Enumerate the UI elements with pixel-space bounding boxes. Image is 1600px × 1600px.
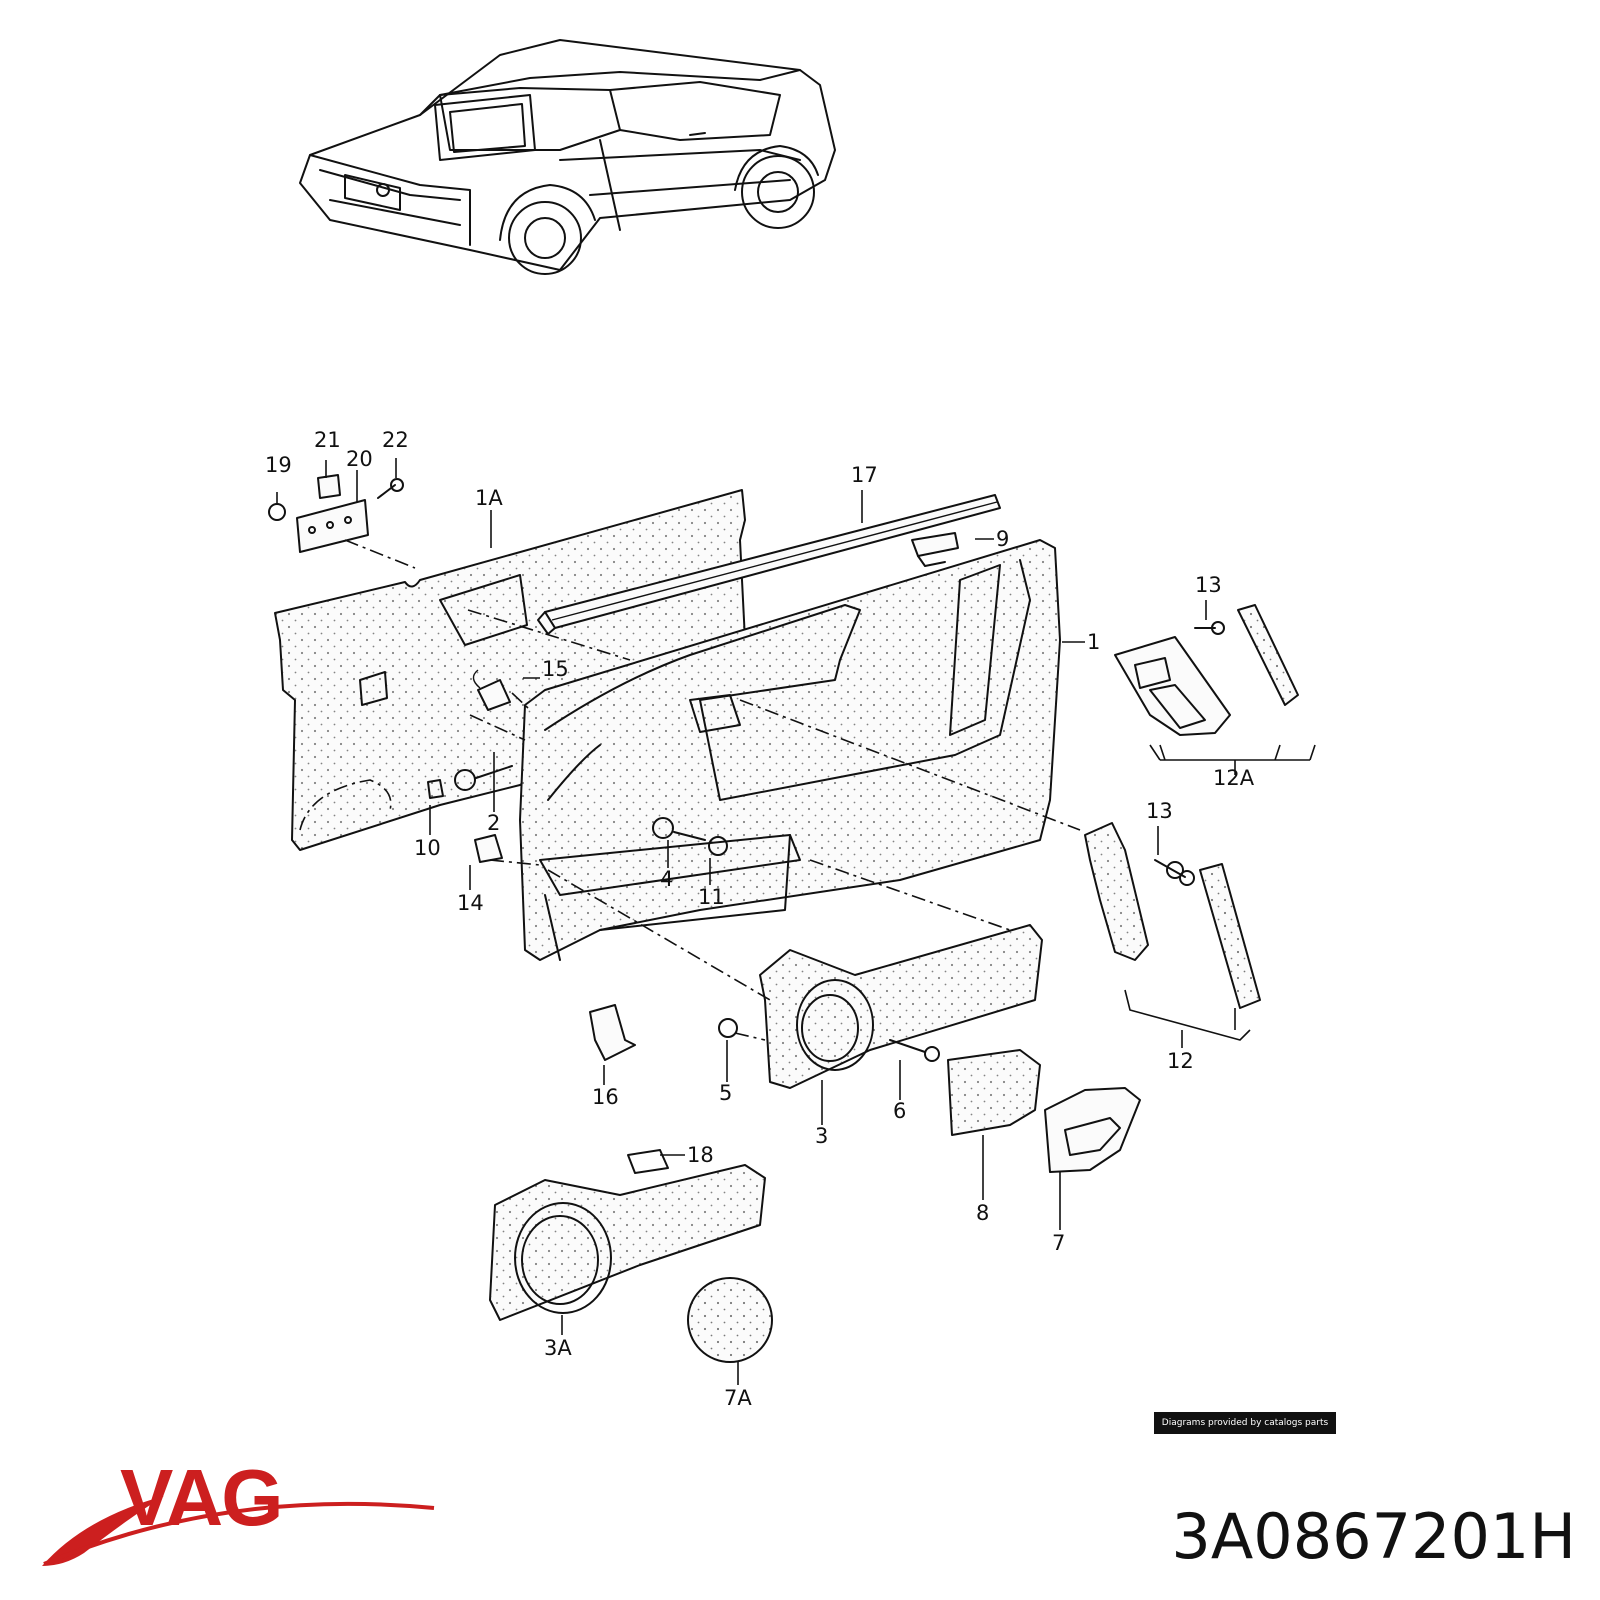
part-6-screw xyxy=(889,1039,926,1053)
callout-4: 4 xyxy=(660,867,673,891)
part-4-screw xyxy=(652,817,674,839)
callout-1A: 1A xyxy=(475,486,503,510)
callout-7A: 7A xyxy=(724,1386,752,1410)
part-10-plug xyxy=(427,779,444,799)
car-illustration xyxy=(299,39,836,275)
callout-16: 16 xyxy=(592,1085,619,1109)
callout-13-upper: 13 xyxy=(1195,573,1222,597)
callout-11: 11 xyxy=(698,885,725,909)
callout-15: 15 xyxy=(542,657,569,681)
callout-3A: 3A xyxy=(544,1336,572,1360)
callout-22: 22 xyxy=(382,428,409,452)
callout-10: 10 xyxy=(414,836,441,860)
part-15-clip xyxy=(477,679,511,711)
fasteners xyxy=(268,474,1184,1062)
part-21-clip xyxy=(317,474,341,499)
part-22-screw xyxy=(390,478,404,492)
callout-5: 5 xyxy=(719,1081,732,1105)
vag-logo-text: VAG xyxy=(120,1453,283,1542)
part-12A-handle-assembly xyxy=(1114,604,1299,736)
callout-1: 1 xyxy=(1087,630,1100,654)
part-1A-door-carrier xyxy=(274,489,746,851)
callout-19: 19 xyxy=(265,453,292,477)
callout-18: 18 xyxy=(687,1143,714,1167)
callout-2: 2 xyxy=(487,811,500,835)
part-2-screw xyxy=(454,769,476,791)
part-7A-speaker-grille xyxy=(687,1277,773,1363)
part-3A-lower-pocket xyxy=(489,1149,766,1321)
callout-labels: 1 1A 2 3 3A 4 5 6 7 7A 8 9 10 11 12 12A … xyxy=(265,428,1255,1410)
part-8-trim-cap xyxy=(947,1049,1041,1136)
part-17-window-strip xyxy=(537,494,1001,635)
part-7-handle-bezel xyxy=(1044,1087,1141,1173)
callout-8: 8 xyxy=(976,1201,989,1225)
part-16-retainer xyxy=(589,1004,636,1061)
vag-logo-swoosh xyxy=(42,1496,435,1566)
part-12-pull-handle xyxy=(1084,822,1261,1009)
callout-9: 9 xyxy=(996,527,1009,551)
part-19-nut xyxy=(268,503,286,521)
callout-6: 6 xyxy=(893,1099,906,1123)
callout-20: 20 xyxy=(346,447,373,471)
callout-7: 7 xyxy=(1052,1231,1065,1255)
callout-21: 21 xyxy=(314,428,341,452)
part-11-clip xyxy=(708,836,728,856)
part-13-screw-lower xyxy=(1166,861,1184,879)
diagram-credit-badge: Diagrams provided by catalogs parts xyxy=(1154,1412,1336,1434)
callout-12: 12 xyxy=(1167,1049,1194,1073)
callout-12A: 12A xyxy=(1213,766,1255,790)
callout-17: 17 xyxy=(851,463,878,487)
callout-13-lower: 13 xyxy=(1146,799,1173,823)
alignment-lines xyxy=(344,539,1081,1041)
part-9-clip xyxy=(911,532,959,567)
callout-3: 3 xyxy=(815,1124,828,1148)
part-5-clip xyxy=(718,1018,738,1038)
part-number: 3A0867201H xyxy=(1171,1500,1576,1573)
part-3-armrest xyxy=(759,924,1043,1089)
leader-lines xyxy=(276,458,1316,1385)
part-14-clip xyxy=(474,834,503,863)
part-1-door-trim-panel xyxy=(519,539,1061,961)
callout-14: 14 xyxy=(457,891,484,915)
